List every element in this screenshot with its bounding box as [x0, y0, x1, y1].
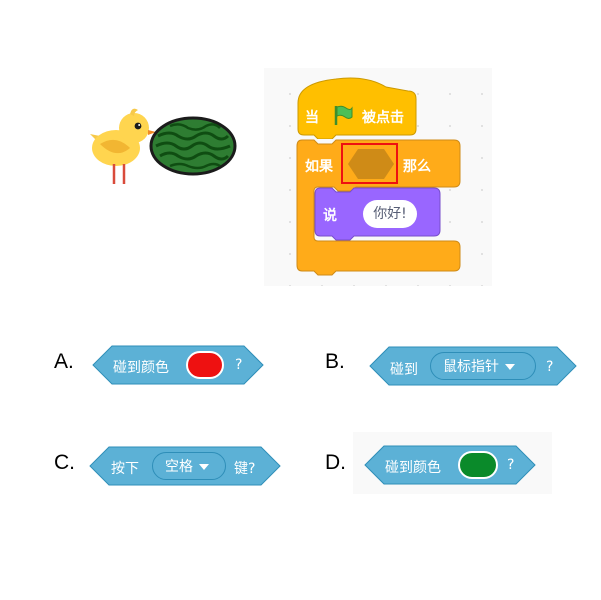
option-d-suffix: ? — [507, 457, 515, 473]
option-d-text: 碰到颜色 — [385, 460, 441, 476]
option-b-dropdown[interactable]: 鼠标指针 — [430, 352, 536, 380]
option-b-suffix: ? — [546, 359, 554, 375]
option-a-suffix: ? — [235, 357, 243, 373]
hat-label-when: 当 — [305, 110, 319, 126]
option-d-letter: D. — [325, 451, 346, 474]
watermelon-sprite — [149, 116, 237, 176]
option-d-color-swatch[interactable] — [458, 451, 498, 479]
when-flag-clicked-block[interactable] — [296, 73, 420, 139]
say-label: 说 — [323, 208, 337, 224]
if-label: 如果 — [305, 159, 333, 175]
condition-slot[interactable] — [346, 147, 396, 181]
bird-sprite — [90, 108, 156, 184]
option-b-dropdown-value: 鼠标指针 — [443, 359, 499, 375]
say-text-input[interactable]: 你好! — [363, 200, 417, 228]
green-flag-icon — [334, 105, 353, 125]
option-b-letter: B. — [325, 350, 345, 373]
if-then-block[interactable] — [296, 139, 462, 279]
option-c-dropdown[interactable]: 空格 — [152, 452, 226, 480]
option-c-text: 按下 — [111, 461, 139, 477]
option-b-text: 碰到 — [390, 362, 418, 378]
option-c-dropdown-value: 空格 — [165, 459, 193, 475]
option-a-color-swatch[interactable] — [186, 351, 224, 379]
option-a-letter: A. — [54, 350, 74, 373]
option-c-suffix: 键? — [234, 461, 256, 477]
then-label: 那么 — [403, 159, 431, 175]
hat-label-clicked: 被点击 — [362, 110, 404, 126]
highlight-box — [341, 143, 398, 184]
option-a-text: 碰到颜色 — [113, 360, 169, 376]
dropdown-caret-icon — [199, 464, 209, 470]
dropdown-caret-icon — [505, 364, 515, 370]
option-c-letter: C. — [54, 451, 75, 474]
